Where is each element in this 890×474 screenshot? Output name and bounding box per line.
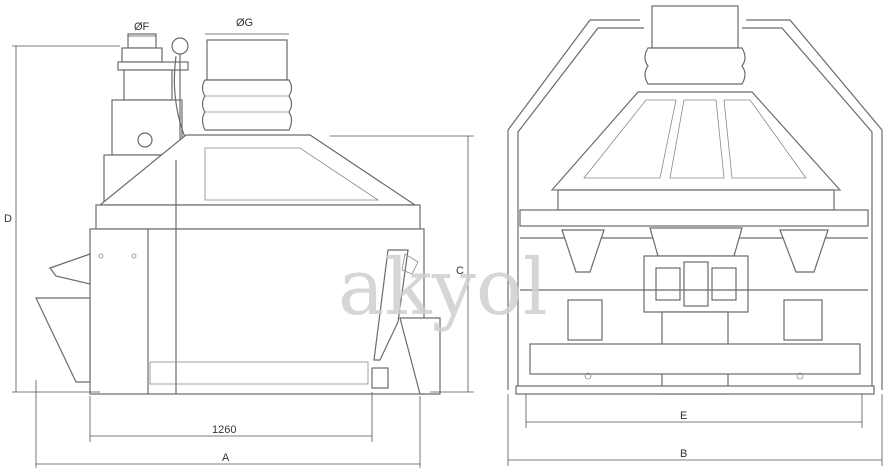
b-label: B	[680, 448, 687, 460]
front-view	[507, 5, 883, 466]
phi-f-label: ØF	[134, 21, 150, 33]
a-label: A	[222, 452, 230, 464]
phi-g-label: ØG	[236, 17, 253, 29]
d-label: D	[4, 213, 12, 225]
width-1260-label: 1260	[212, 424, 236, 436]
e-label: E	[680, 410, 687, 422]
watermark-text: akyol	[338, 243, 548, 333]
side-view	[12, 33, 474, 468]
c-label: C	[456, 265, 464, 277]
